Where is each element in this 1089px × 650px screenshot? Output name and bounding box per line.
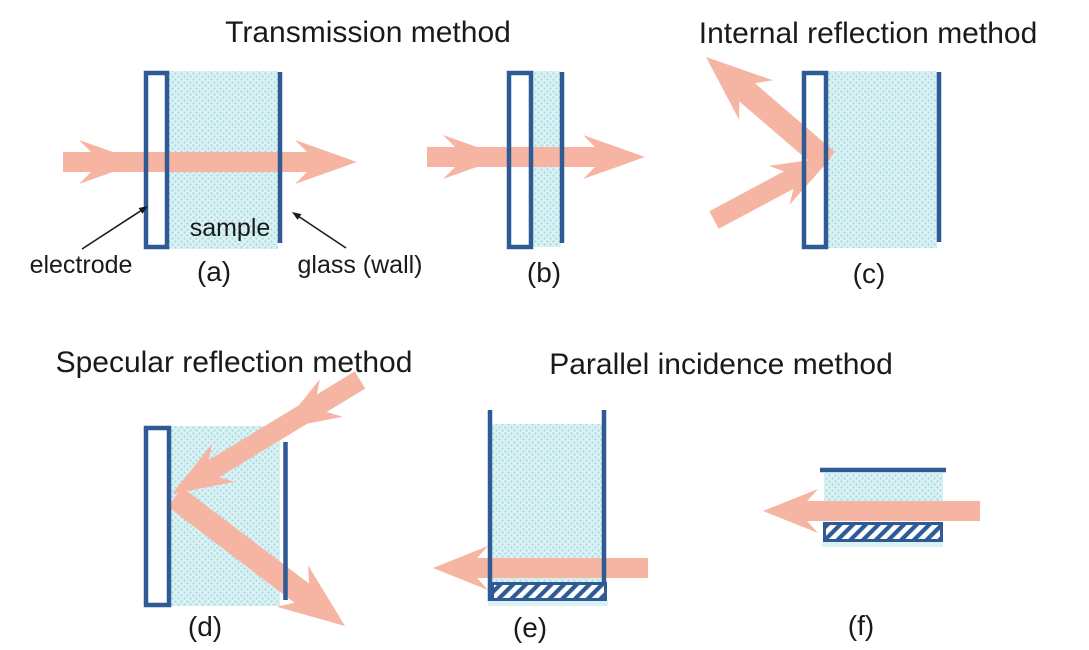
beam-arrowhead-d-out xyxy=(276,565,345,626)
electrode-pointer-arrowhead xyxy=(138,206,148,214)
caption-d: (d) xyxy=(187,611,223,642)
beam-midhead-b xyxy=(443,135,505,179)
panel-e xyxy=(433,410,648,606)
beam-shaft-b xyxy=(427,147,605,167)
caption-e: (e) xyxy=(512,612,548,643)
caption-a: (a) xyxy=(196,256,232,287)
beam-shaft-d-out xyxy=(167,487,318,609)
caption-b: (b) xyxy=(526,257,562,288)
electrode-d xyxy=(143,425,172,608)
electrode-hatched-f xyxy=(823,522,943,542)
beam-shaft-e xyxy=(468,558,648,578)
sample-region-c xyxy=(828,71,937,248)
reflected-beam-d xyxy=(167,487,345,626)
beam-midhead-d-in xyxy=(280,379,343,429)
title-specular-reflection-method: Specular reflection method xyxy=(55,346,413,379)
light-beam-a xyxy=(63,140,357,184)
electrode-pointer-line xyxy=(81,209,143,250)
panel-f xyxy=(763,467,980,547)
label-glass-wall: glass (wall) xyxy=(297,251,423,279)
beam-arrowhead-d-in xyxy=(172,444,235,494)
incident-beam-c xyxy=(709,157,832,229)
sample-edge-strip-e xyxy=(488,601,608,606)
title-internal-reflection-method: Internal reflection method xyxy=(698,17,1038,50)
electrode-hatched-e xyxy=(491,582,607,601)
beam-arrowhead-e xyxy=(433,546,488,590)
beam-midhead-a xyxy=(79,140,141,184)
sample-edge-strip-f xyxy=(822,542,943,547)
beam-arrowhead-c-in xyxy=(768,157,832,205)
beam-shaft-f xyxy=(798,501,980,521)
beam-shaft-c-out xyxy=(731,76,835,171)
beam-arrowhead-b xyxy=(583,135,645,179)
electrode-a xyxy=(143,70,170,250)
panel-d xyxy=(143,371,366,626)
caption-f: (f) xyxy=(847,610,875,641)
electrode-c xyxy=(801,70,829,250)
reflected-beam-c xyxy=(706,57,835,171)
beam-arrowhead-f xyxy=(763,489,818,533)
label-electrode: electrode xyxy=(29,251,133,279)
panel-a xyxy=(63,70,357,250)
beam-shaft-c-in xyxy=(709,167,802,229)
glass-pointer-line xyxy=(297,215,347,249)
glass-pointer-arrowhead xyxy=(292,212,302,220)
beam-arrowhead-c-out xyxy=(706,57,773,120)
light-beam-f xyxy=(763,489,980,533)
sample-region-e xyxy=(491,424,603,582)
beam-arrowhead-a xyxy=(295,140,357,184)
title-transmission-method: Transmission method xyxy=(225,16,511,49)
caption-c: (c) xyxy=(852,258,886,289)
title-parallel-incidence-method: Parallel incidence method xyxy=(549,348,893,381)
electrode-b xyxy=(506,70,534,250)
label-sample: sample xyxy=(189,214,271,242)
sample-region-f xyxy=(824,473,943,502)
panel-c xyxy=(706,57,942,250)
incident-beam-d xyxy=(172,371,366,494)
panel-b xyxy=(427,70,645,250)
